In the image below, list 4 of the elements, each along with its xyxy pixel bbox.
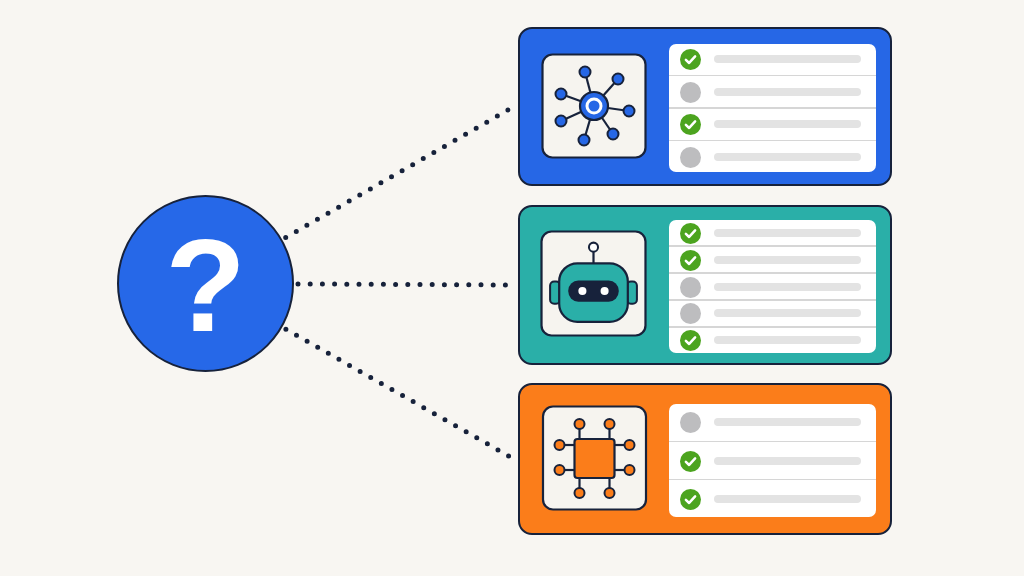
category-card xyxy=(518,383,892,535)
category-card xyxy=(518,27,892,186)
category-card xyxy=(518,205,892,365)
question-mark: ? xyxy=(165,219,246,352)
